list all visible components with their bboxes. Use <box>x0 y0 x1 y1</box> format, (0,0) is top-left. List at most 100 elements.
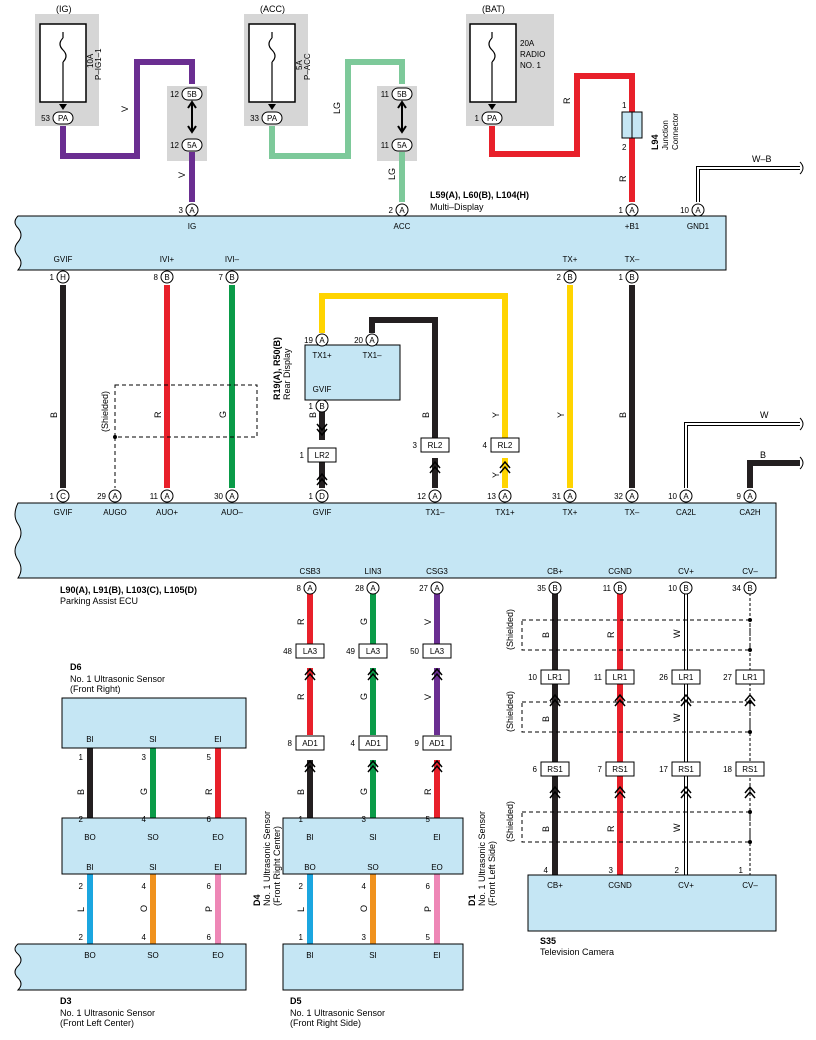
d4-pin-out-num-0: 2 <box>299 882 304 891</box>
cam-pin-num-2: 2 <box>675 866 680 875</box>
double-arrow-icon <box>397 100 407 134</box>
cam-pin-label-2: CV+ <box>678 881 694 890</box>
lin3-g: G <box>359 618 369 625</box>
inline-rl2-b <box>490 437 520 453</box>
inline-lr1-3-pin: 27 <box>723 673 732 682</box>
svg-text:A: A <box>164 492 170 501</box>
svg-text:B: B <box>164 273 169 282</box>
inline-la3-1-pin: 49 <box>346 647 355 656</box>
ecu-top-pin-4: D <box>315 489 329 503</box>
d4-pin-in-num-0: 1 <box>299 815 304 824</box>
svg-text:B: B <box>229 273 234 282</box>
inline-ad1-1 <box>358 735 388 751</box>
fuse-acc-pin: 33 <box>250 114 259 123</box>
ecu-name: Parking Assist ECU <box>60 596 138 606</box>
cam-b-2: B <box>541 716 551 722</box>
fuse-bat-circuit: (BAT) <box>482 4 505 14</box>
inline-rs1-2-label: RS1 <box>678 765 694 774</box>
inline-rl2-b-label: RL2 <box>498 441 513 450</box>
ecu-bot-pin-3: B <box>548 581 562 595</box>
d3-pin-label-2: EO <box>212 951 224 960</box>
d4-pin-in-num-2: 5 <box>426 815 431 824</box>
ecu-top-pin-9: A <box>679 489 693 503</box>
d4-name2: (Front Right Center) <box>272 826 282 906</box>
inline-lr1-2 <box>671 669 701 685</box>
shielded-label-4: (Shielded) <box>505 801 515 842</box>
md-top-pin-label-0: IG <box>188 222 196 231</box>
inline-rs1-2-pin: 17 <box>659 765 668 774</box>
parking-assist-ecu: L90(A), L91(B), L103(C), L105(D) Parking… <box>14 502 777 606</box>
junction-pin-top: 1 <box>622 101 627 110</box>
ecu-top-pin-num-10: 9 <box>737 492 742 501</box>
d4i-pin-label-1: SI <box>149 863 157 872</box>
ecu-top-pin-num-9: 10 <box>668 492 677 501</box>
svg-text:D: D <box>319 492 325 501</box>
rd-pin-0: A <box>315 333 329 347</box>
ecu-top-pin-label-8: TX– <box>625 508 640 517</box>
ecu-bot-pin-num-3: 35 <box>537 584 546 593</box>
wire-bat-label-1: R <box>562 97 572 104</box>
cam-r-1: R <box>606 631 616 638</box>
svg-text:A: A <box>432 492 438 501</box>
wire-gvif-label: B <box>49 412 59 418</box>
fuse-ig: (IG) 10A P–IG1–1 <box>35 4 103 126</box>
fuse-acc-circuit: (ACC) <box>260 4 285 14</box>
ecu-bot-pin-1: A <box>366 581 380 595</box>
ecu-top-pin-2: A <box>160 489 174 503</box>
svg-text:A: A <box>567 492 573 501</box>
d4-pin-out-num-2: 6 <box>426 882 431 891</box>
d6o-pin-num-1: 4 <box>142 815 147 824</box>
svg-text:B: B <box>552 584 557 593</box>
ecu-bot-pin-num-6: 34 <box>732 584 741 593</box>
d3-name1: No. 1 Ultrasonic Sensor <box>60 1008 155 1018</box>
md-top-pin-num-2: 1 <box>619 206 624 215</box>
md-top-pin-3: A <box>691 203 705 217</box>
d4i-pin-label-0: BI <box>86 863 94 872</box>
camera-name: Television Camera <box>540 947 614 957</box>
fuse-ig-circuit: (IG) <box>56 4 72 14</box>
inline-la3-0-label: LA3 <box>303 647 318 656</box>
wire-txp-label: Y <box>556 412 566 418</box>
chevron-up-icon <box>549 785 561 799</box>
d6-pin-num-2: 5 <box>207 753 212 762</box>
inline-lr1-2-label: LR1 <box>679 673 694 682</box>
svg-text:A: A <box>229 492 235 501</box>
cam-pin-num-0: 4 <box>544 866 549 875</box>
inline-rs1-0-pin: 6 <box>533 765 538 774</box>
cam-pin-num-3: 1 <box>739 866 744 875</box>
d3x-pin-num-0: 2 <box>79 882 84 891</box>
md-bot-pin-label-1: IVI+ <box>160 255 175 264</box>
d6-name1: No. 1 Ultrasonic Sensor <box>70 674 165 684</box>
ecu-bot-pin-0: A <box>303 581 317 595</box>
ecu-top-pin-num-1: 29 <box>97 492 106 501</box>
fuse-bat-conn: PA <box>481 111 503 125</box>
svg-text:5B: 5B <box>397 90 407 99</box>
fuse-bat-name1: RADIO <box>520 50 545 59</box>
inline-rs1-0 <box>540 761 570 777</box>
double-arrow-icon <box>187 100 197 134</box>
d1-id: D1 <box>467 894 477 906</box>
inline-lr1-2-pin: 26 <box>659 673 668 682</box>
ecu-top-pin-label-5: TX1– <box>425 508 445 517</box>
chevron-up-icon <box>744 693 756 707</box>
multi-display: L59(A), L60(B), L104(H) Multi–Display <box>14 190 727 271</box>
chevron-up-icon <box>429 460 441 474</box>
inline-la3-1-label: LA3 <box>366 647 381 656</box>
inline-lr1-3-label: LR1 <box>743 673 758 682</box>
md-bot-pin-3: B <box>563 270 577 284</box>
d1-name2: (Front Left Side) <box>487 841 497 906</box>
svg-text:A: A <box>112 492 118 501</box>
d5-name1: No. 1 Ultrasonic Sensor <box>290 1008 385 1018</box>
d3-l: L <box>76 907 86 912</box>
d4-pin-out-0: BO <box>304 863 316 872</box>
fuse-bat-pin: 1 <box>475 114 480 123</box>
d6o-pin-num-2: 6 <box>207 815 212 824</box>
joint-ig-top: 5B <box>181 87 203 101</box>
ecu-bot-pin-num-1: 28 <box>355 584 364 593</box>
d6-id: D6 <box>70 662 82 672</box>
ecu-top-pin-10: A <box>743 489 757 503</box>
junction-connector: 1 2 L94 Junction Connector <box>621 101 680 152</box>
svg-text:A: A <box>695 206 701 215</box>
md-top-pin-num-0: 3 <box>179 206 184 215</box>
inline-lr2-label: LR2 <box>315 451 330 460</box>
